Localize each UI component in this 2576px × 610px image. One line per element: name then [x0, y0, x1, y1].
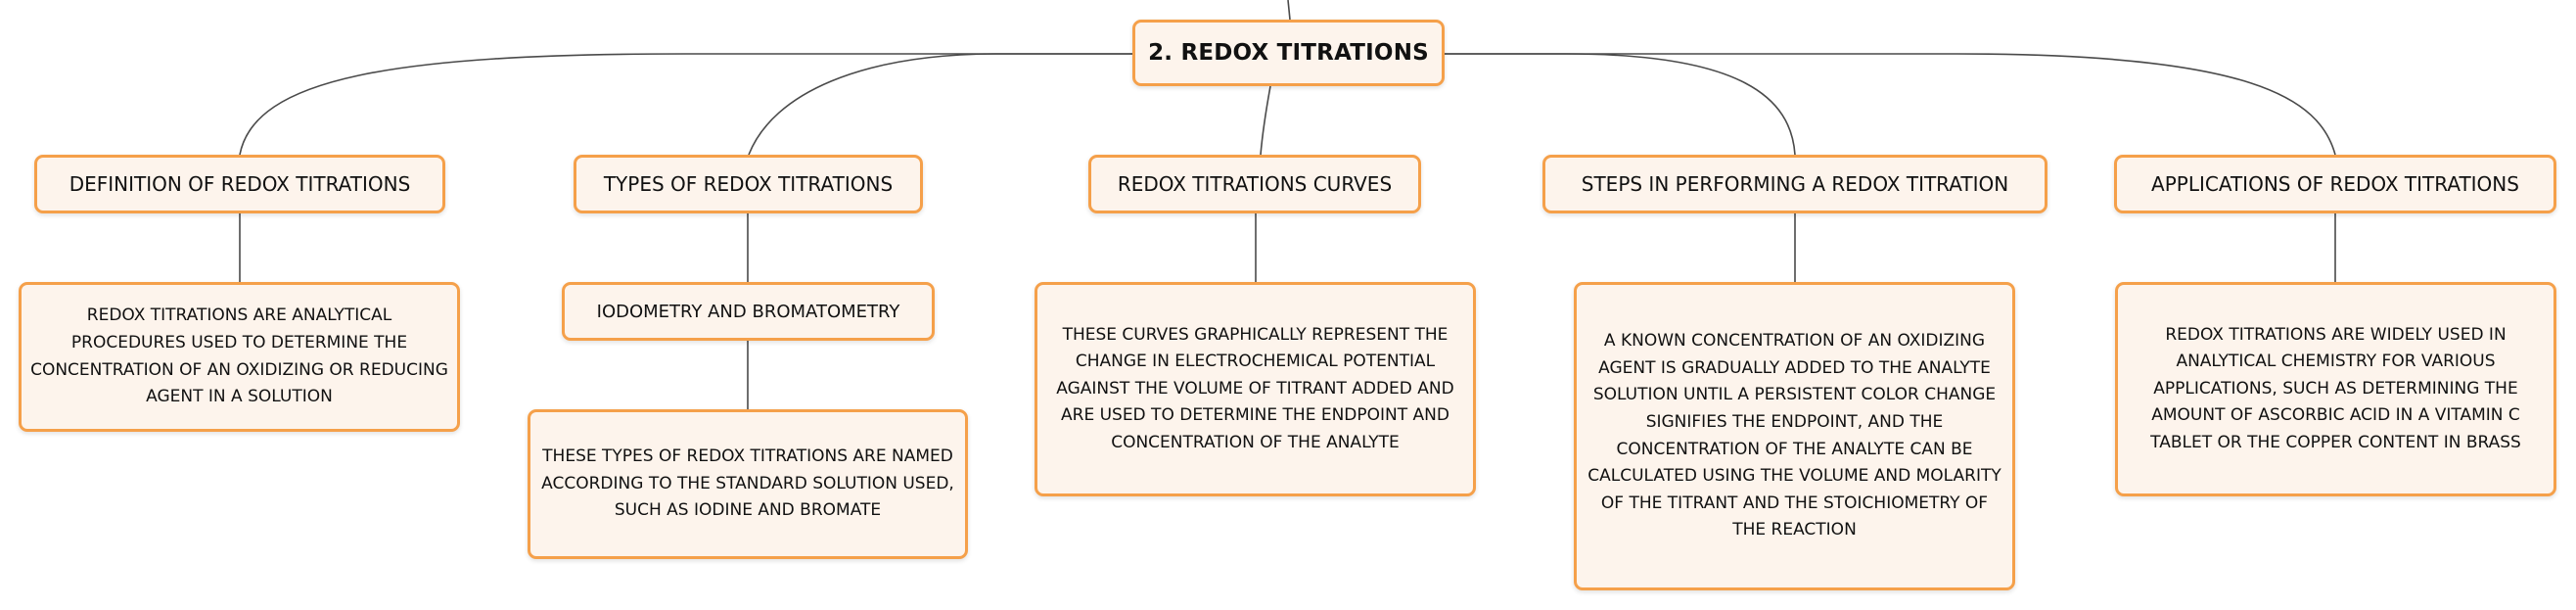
connector-root-branch-3	[1260, 85, 1271, 156]
steps-detail-node[interactable]: A KNOWN CONCENTRATION OF AN OXIDIZING AG…	[1574, 282, 2015, 590]
topic-steps-node[interactable]: STEPS IN PERFORMING A REDOX TITRATION	[1542, 155, 2047, 213]
topic-definition-label: DEFINITION OF REDOX TITRATIONS	[69, 172, 411, 196]
topic-curves-label: REDOX TITRATIONS CURVES	[1117, 172, 1393, 196]
root-topic-node[interactable]: 2. REDOX TITRATIONS	[1132, 20, 1445, 86]
connector-root-branch-5	[1445, 53, 2336, 156]
curves-detail-node[interactable]: THESE CURVES GRAPHICALLY REPRESENT THE C…	[1035, 282, 1476, 496]
topic-types-label: TYPES OF REDOX TITRATIONS	[603, 172, 894, 196]
topic-types-node[interactable]: TYPES OF REDOX TITRATIONS	[574, 155, 923, 213]
topic-applications-label: APPLICATIONS OF REDOX TITRATIONS	[2151, 172, 2519, 196]
connector-root-branch-1	[239, 53, 1132, 156]
definition-detail-text: REDOX TITRATIONS ARE ANALYTICAL PROCEDUR…	[30, 305, 448, 407]
types-detail-node[interactable]: THESE TYPES OF REDOX TITRATIONS ARE NAME…	[528, 409, 968, 559]
topic-applications-node[interactable]: APPLICATIONS OF REDOX TITRATIONS	[2114, 155, 2556, 213]
connector-root-parent	[1287, 0, 1291, 21]
curves-detail-text: THESE CURVES GRAPHICALLY REPRESENT THE C…	[1056, 324, 1454, 452]
root-topic-label: 2. REDOX TITRATIONS	[1148, 40, 1429, 66]
connector-root-branch-2	[748, 53, 1132, 156]
subtopic-iodometry-node[interactable]: IODOMETRY AND BROMATOMETRY	[562, 282, 935, 341]
applications-detail-text: REDOX TITRATIONS ARE WIDELY USED IN ANAL…	[2150, 324, 2521, 452]
topic-steps-label: STEPS IN PERFORMING A REDOX TITRATION	[1581, 172, 2009, 196]
topic-curves-node[interactable]: REDOX TITRATIONS CURVES	[1088, 155, 1421, 213]
connector-root-branch-4	[1445, 53, 1796, 156]
types-detail-text: THESE TYPES OF REDOX TITRATIONS ARE NAME…	[541, 446, 954, 521]
definition-detail-node[interactable]: REDOX TITRATIONS ARE ANALYTICAL PROCEDUR…	[19, 282, 460, 432]
steps-detail-text: A KNOWN CONCENTRATION OF AN OXIDIZING AG…	[1587, 331, 2001, 540]
applications-detail-node[interactable]: REDOX TITRATIONS ARE WIDELY USED IN ANAL…	[2115, 282, 2556, 496]
subtopic-iodometry-label: IODOMETRY AND BROMATOMETRY	[596, 301, 900, 322]
topic-definition-node[interactable]: DEFINITION OF REDOX TITRATIONS	[34, 155, 445, 213]
